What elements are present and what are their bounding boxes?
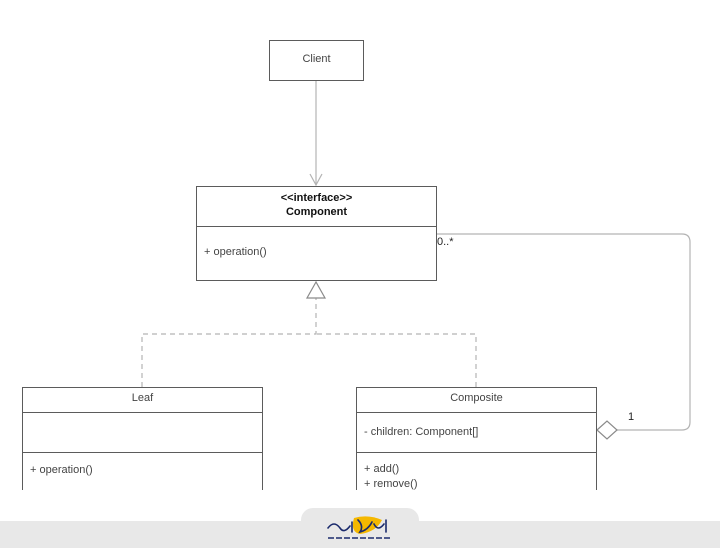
uml-diagram: Client <<interface>> Component + operati… [22, 40, 691, 490]
leaf-operation: + operation() [30, 464, 93, 476]
component-divider [197, 226, 436, 227]
realization-line-leaf [141, 298, 317, 387]
composite-divider-2 [357, 452, 596, 453]
class-composite[interactable]: Composite - children: Component[] + add(… [356, 387, 597, 490]
component-stereotype: <<interface>> [280, 192, 353, 204]
class-client[interactable]: Client [269, 40, 364, 81]
leaf-name: Leaf [131, 392, 154, 404]
leaf-divider-1 [23, 412, 262, 413]
class-leaf[interactable]: Leaf + operation() [22, 387, 263, 490]
aggregation-line [437, 233, 691, 431]
multiplicity-component: 0..* [437, 236, 454, 248]
aggregation-diamond [596, 420, 618, 440]
class-client-name: Client [302, 53, 331, 65]
component-name: Component [285, 206, 348, 218]
composite-name: Composite [450, 392, 503, 404]
class-component[interactable]: <<interface>> Component + operation() [196, 186, 437, 281]
realization-line-composite [316, 333, 477, 387]
logo-tab [301, 508, 419, 548]
brand-logo-icon [327, 516, 392, 539]
composite-attribute: - children: Component[] [364, 426, 479, 438]
connectors [141, 80, 691, 440]
leaf-divider-2 [23, 452, 262, 453]
multiplicity-composite: 1 [628, 411, 635, 423]
composite-divider-1 [357, 412, 596, 413]
composite-operation-remove: + remove() [364, 478, 418, 490]
composite-operation-add: + add() [364, 463, 400, 475]
realization-triangle [305, 280, 327, 299]
component-operation: + operation() [204, 246, 267, 258]
association-arrowhead [309, 173, 323, 187]
